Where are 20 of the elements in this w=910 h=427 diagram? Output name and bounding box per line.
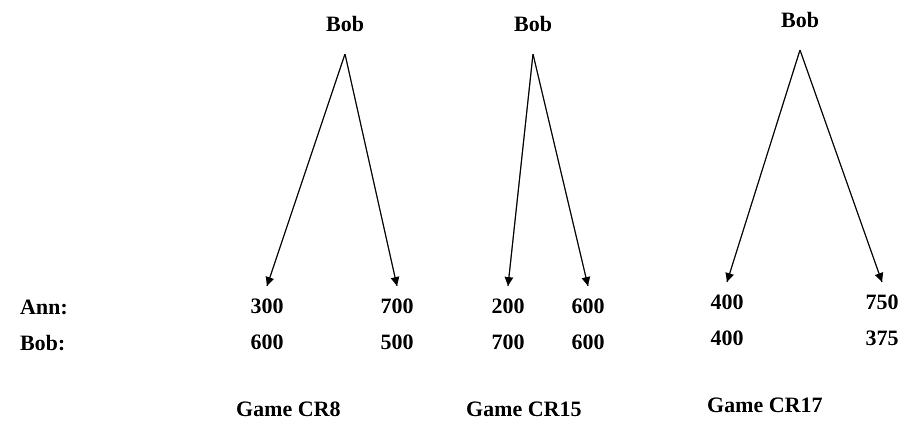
arrow	[504, 54, 534, 286]
payoff-pair: 750 375	[854, 284, 910, 356]
arrow	[344, 54, 400, 286]
player-label: Bob	[503, 8, 563, 40]
payoff-pair: 600 600	[560, 288, 616, 360]
player-label: Bob	[315, 8, 375, 40]
arrow	[266, 54, 346, 286]
payoff-pair: 300 600	[239, 288, 295, 360]
payoff-pair: 700 500	[369, 288, 425, 360]
arrow	[532, 54, 590, 286]
player-label: Bob	[770, 4, 830, 36]
game-caption: Game CR15	[466, 396, 582, 422]
player-row-label: Bob:	[20, 330, 66, 356]
player-row-label: Ann:	[20, 294, 68, 320]
game-caption: Game CR8	[236, 396, 340, 422]
game-caption: Game CR17	[707, 392, 822, 418]
payoff-pair: 400 400	[699, 284, 755, 356]
payoff-pair: 200 700	[480, 288, 536, 360]
arrow	[799, 50, 884, 282]
arrow	[725, 50, 801, 282]
